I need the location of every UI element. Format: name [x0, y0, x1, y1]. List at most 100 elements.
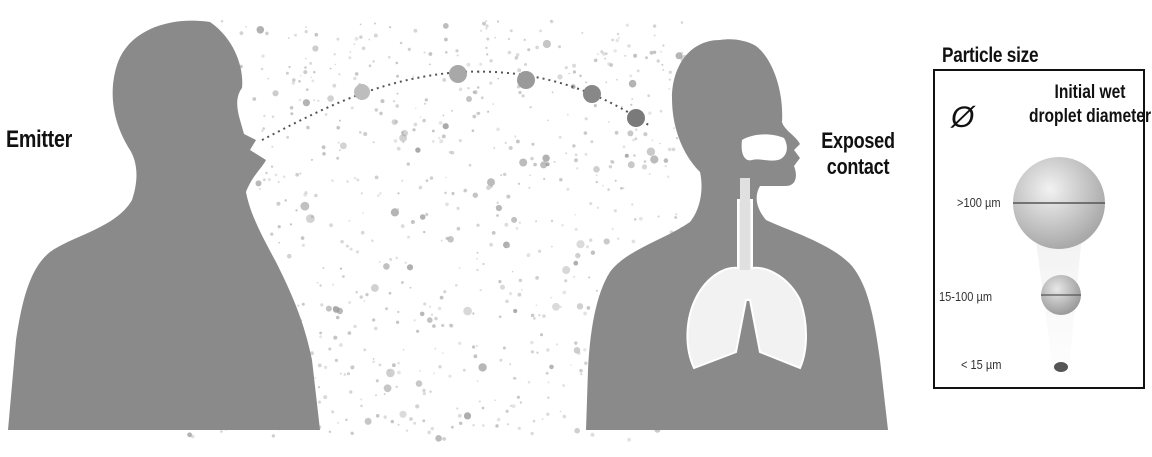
aerosol-droplet: [457, 227, 461, 231]
aerosol-droplet: [622, 187, 624, 189]
exposed-contact-label: Exposed contact: [817, 128, 899, 180]
aerosol-droplet: [427, 317, 433, 323]
aerosol-droplet: [597, 53, 599, 55]
aerosol-droplet: [505, 300, 509, 304]
aerosol-droplet: [518, 293, 522, 297]
aerosol-droplet: [463, 189, 466, 192]
aerosol-droplet: [459, 88, 463, 92]
aerosol-droplet: [662, 44, 664, 46]
aerosol-droplet: [384, 393, 386, 395]
aerosol-droplet: [472, 129, 475, 132]
aerosol-droplet: [394, 139, 398, 143]
aerosol-droplet: [575, 253, 580, 258]
aerosol-droplet: [546, 372, 549, 375]
aerosol-droplet: [311, 80, 314, 83]
aerosol-droplet: [466, 63, 470, 67]
aerosol-droplet: [290, 223, 292, 225]
aerosol-droplet: [669, 71, 672, 74]
aerosol-droplet: [353, 77, 357, 81]
aerosol-droplet: [429, 52, 433, 56]
aerosol-droplet: [393, 100, 395, 102]
aerosol-droplet: [257, 26, 265, 34]
aerosol-droplet: [302, 303, 305, 306]
aerosol-droplet: [463, 307, 472, 316]
aerosol-droplet: [313, 71, 315, 73]
aerosol-droplet: [661, 64, 663, 66]
aerosol-droplet: [363, 348, 366, 351]
aerosol-droplet: [372, 60, 374, 62]
aerosol-droplet: [397, 192, 399, 194]
aerosol-droplet: [543, 178, 545, 180]
aerosol-droplet: [290, 106, 294, 110]
aerosol-droplet: [354, 177, 356, 179]
aerosol-droplet: [591, 251, 595, 255]
aerosol-droplet: [635, 137, 638, 140]
aerosol-droplet: [336, 316, 340, 320]
aerosol-droplet: [477, 380, 479, 382]
aerosol-droplet: [292, 81, 296, 85]
particle-size-legend: Ø Initial wet droplet diameter >100 µm 1…: [933, 69, 1145, 389]
aerosol-droplet: [323, 395, 327, 399]
aerosol-droplet: [550, 297, 552, 299]
aerosol-droplet: [332, 84, 336, 88]
aerosol-droplet: [336, 157, 339, 160]
aerosol-droplet: [314, 194, 318, 198]
aerosol-droplet: [187, 432, 192, 437]
aerosol-droplet: [616, 79, 618, 81]
aerosol-droplet: [476, 224, 479, 227]
aerosol-droplet: [478, 112, 481, 115]
aerosol-droplet: [439, 121, 443, 125]
aerosol-droplet: [554, 161, 556, 163]
aerosol-droplet: [508, 38, 510, 40]
aerosol-droplet: [653, 24, 656, 27]
aerosol-droplet: [261, 68, 264, 71]
aerosol-droplet: [306, 126, 310, 130]
aerosol-droplet: [652, 139, 654, 141]
aerosol-droplet: [585, 117, 588, 120]
aerosol-droplet: [528, 381, 531, 384]
aerosol-droplet: [384, 384, 392, 392]
aerosol-droplet: [529, 174, 531, 176]
aerosol-droplet: [480, 30, 482, 32]
aerosol-droplet: [581, 32, 583, 34]
aerosol-droplet: [451, 110, 453, 112]
aerosol-droplet: [485, 24, 488, 27]
aerosol-droplet: [542, 155, 549, 162]
aerosol-droplet: [294, 34, 297, 37]
aerosol-droplet: [451, 192, 454, 195]
aerosol-droplet: [562, 291, 566, 295]
aerosol-droplet: [477, 86, 480, 89]
aerosol-droplet: [627, 438, 631, 442]
aerosol-droplet: [498, 280, 501, 283]
aerosol-droplet: [336, 38, 339, 41]
aerosol-droplet: [275, 174, 278, 177]
aerosol-droplet: [580, 373, 582, 375]
aerosol-droplet: [272, 90, 278, 96]
aerosol-droplet: [672, 148, 676, 152]
emitter-silhouette: [8, 21, 320, 430]
aerosol-droplet: [374, 34, 378, 38]
aerosol-droplet: [354, 43, 356, 45]
aerosol-droplet: [363, 300, 365, 302]
aerosol-droplet: [416, 380, 423, 387]
aerosol-droplet: [482, 407, 485, 410]
aerosol-droplet: [472, 424, 475, 427]
aerosol-droplet: [645, 56, 648, 59]
aerosol-droplet: [531, 350, 534, 353]
aerosol-droplet: [299, 172, 301, 174]
aerosol-droplet: [639, 217, 643, 221]
aerosol-droplet: [373, 358, 375, 360]
aerosol-droplet: [245, 26, 247, 28]
aerosol-droplet: [514, 135, 516, 137]
aerosol-droplet: [667, 176, 669, 178]
aerosol-droplet: [442, 352, 444, 354]
aerosol-droplet: [432, 140, 434, 142]
aerosol-droplet: [623, 145, 626, 148]
aerosol-droplet: [326, 306, 332, 312]
aerosol-droplet: [368, 39, 370, 41]
aerosol-droplet: [486, 38, 489, 41]
aerosol-droplet: [379, 112, 383, 116]
aerosol-droplet: [284, 199, 287, 202]
trajectory-droplet: [627, 109, 645, 127]
aerosol-droplet: [552, 303, 560, 311]
